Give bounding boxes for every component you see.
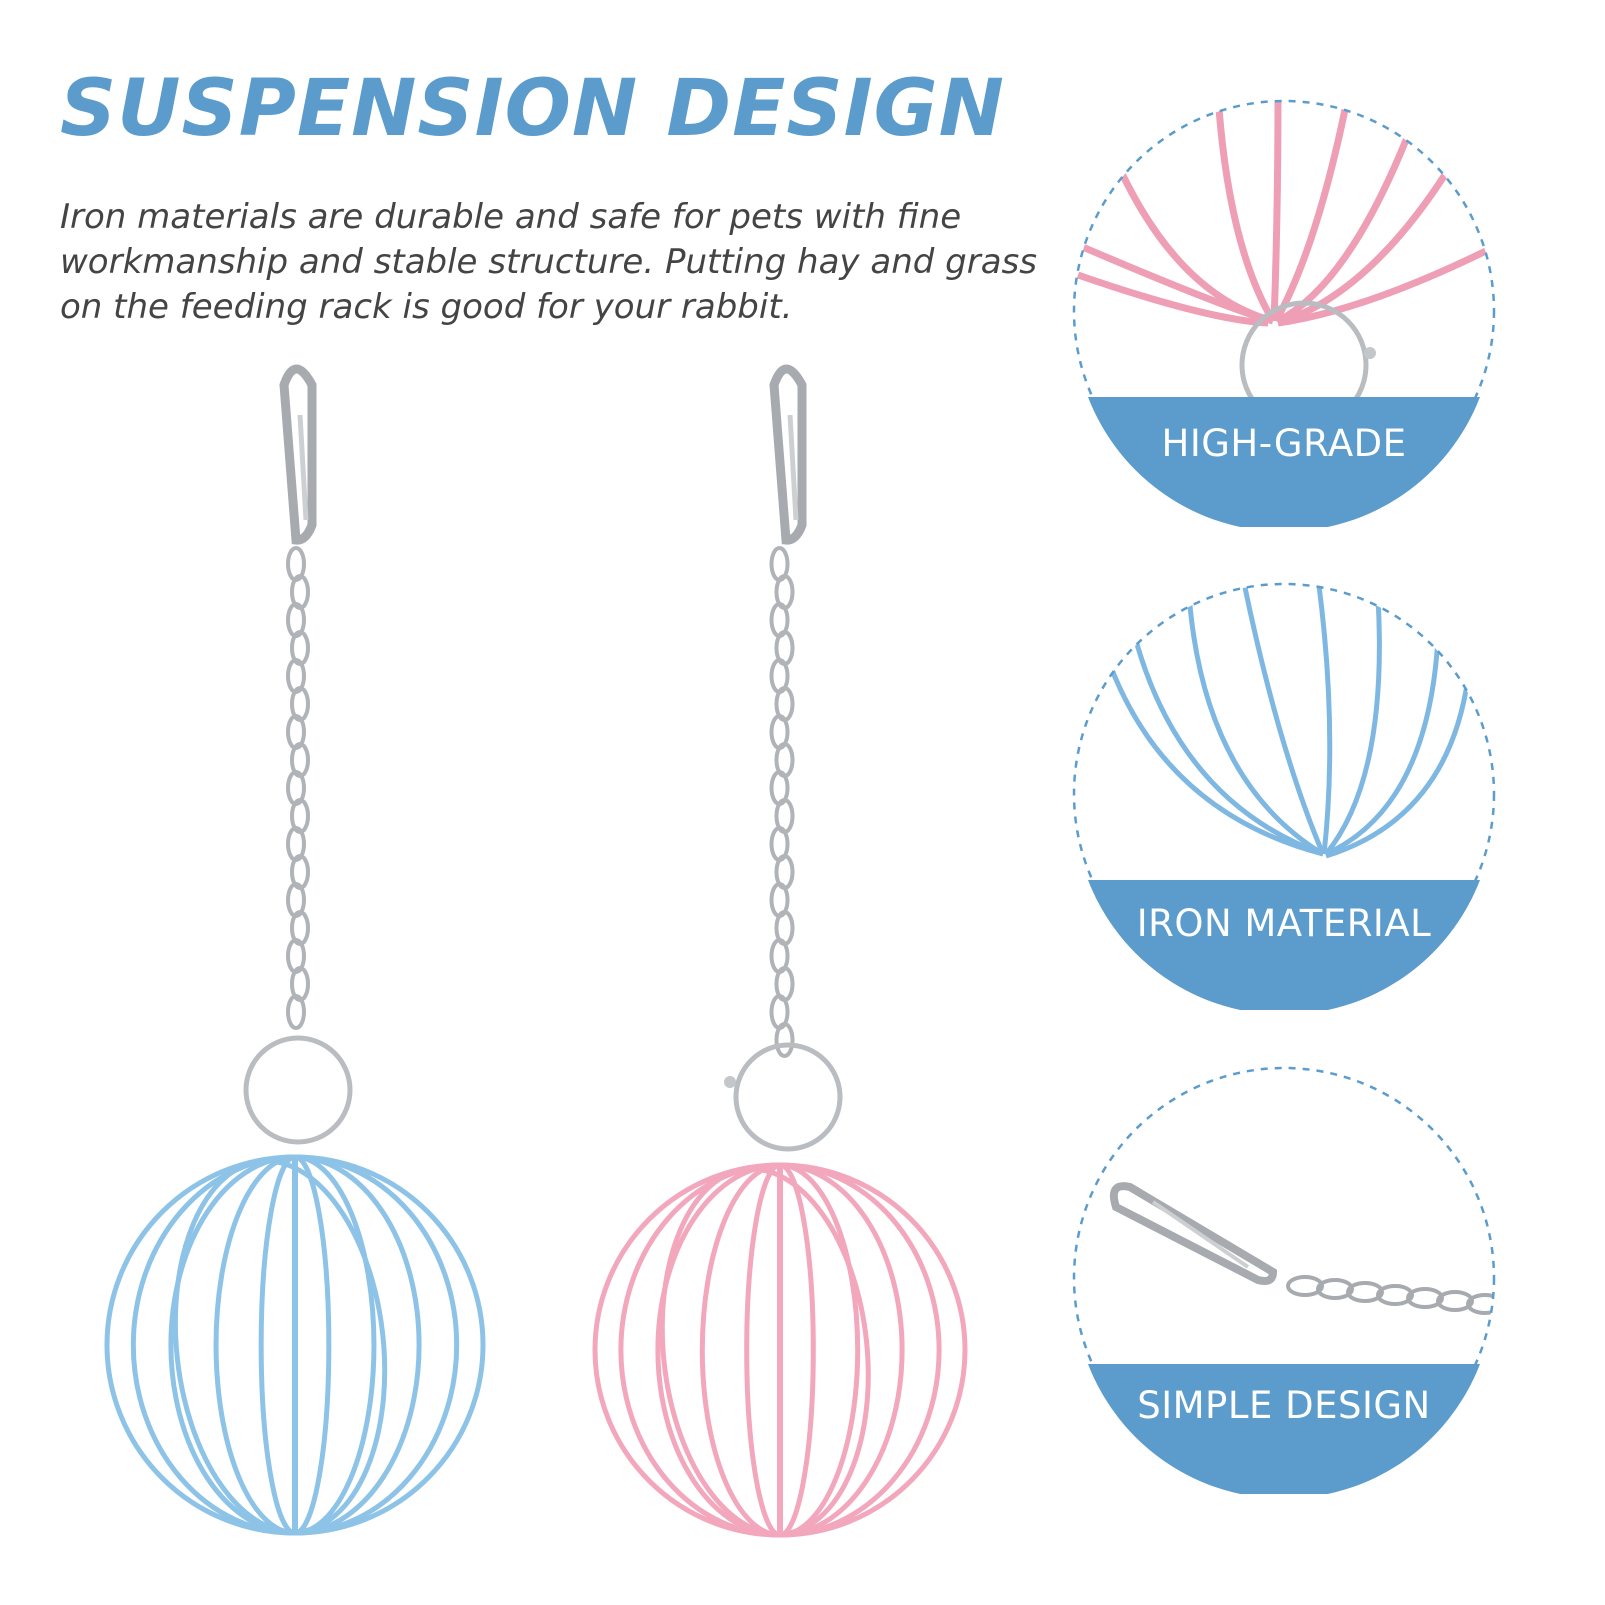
pink-hay-ball — [590, 345, 990, 1545]
callout-label: HIGH-GRADE — [1161, 422, 1407, 465]
label-band — [1088, 880, 1480, 1010]
pink-wire-closeup-icon — [1076, 101, 1494, 430]
label-band — [1088, 397, 1480, 527]
dashed-border — [1072, 1066, 1496, 1490]
blue-wire-closeup-icon — [1095, 584, 1471, 859]
ring-icon — [733, 1042, 843, 1152]
ring-icon — [243, 1035, 353, 1145]
dashed-border — [1072, 99, 1496, 523]
snap-clip-icon — [279, 364, 317, 545]
wire-ball-icon — [592, 1162, 968, 1538]
snap-clip-icon — [769, 364, 807, 545]
blue-hay-ball — [100, 345, 500, 1545]
label-band — [1088, 1364, 1480, 1494]
chain-icon — [286, 546, 310, 1030]
dashed-border — [1072, 582, 1496, 1006]
wire-ball-icon — [104, 1154, 486, 1536]
chain-icon — [769, 546, 795, 1058]
callout-label: SIMPLE DESIGN — [1137, 1384, 1431, 1427]
callout-label: IRON MATERIAL — [1136, 902, 1432, 945]
callout-iron-material: IRON MATERIAL — [1068, 578, 1500, 1010]
description: Iron materials are durable and safe for … — [60, 197, 1037, 327]
callout-high-grade: HIGH-GRADE — [1068, 95, 1500, 527]
clip-chain-closeup-icon — [1109, 1182, 1494, 1315]
ring-clasp-icon — [724, 1076, 736, 1088]
headline: SUSPENSION DESIGN — [60, 64, 1005, 154]
callout-simple-design: SIMPLE DESIGN — [1068, 1062, 1500, 1494]
